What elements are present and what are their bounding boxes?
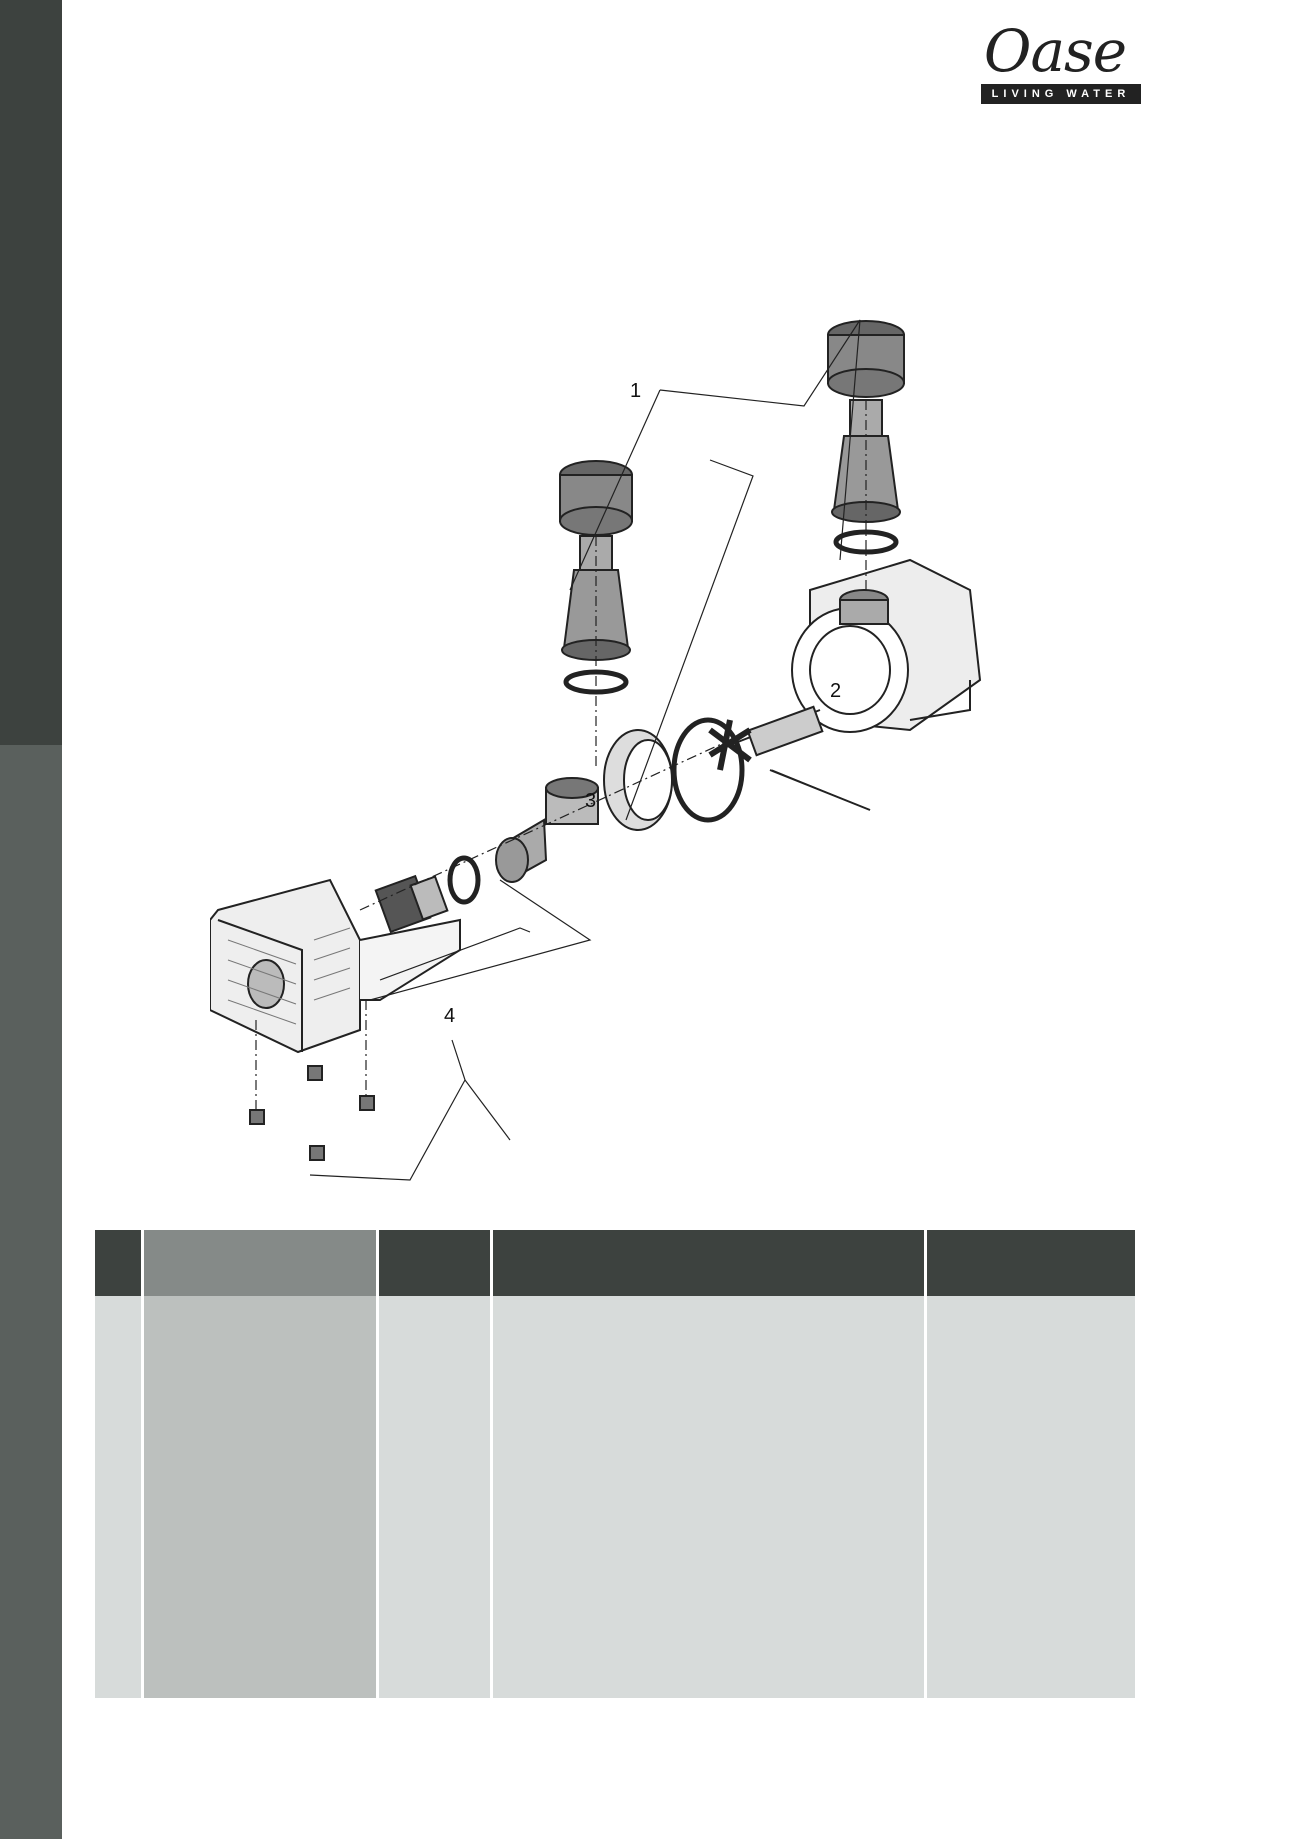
callout-2: 2 (830, 680, 842, 702)
logo-tagline: LIVING WATER (981, 84, 1141, 104)
table-row (95, 1488, 1135, 1518)
exploded-pump-drawing (210, 319, 982, 1181)
logo-wordmark: Oase (983, 17, 1127, 85)
table-row (95, 1458, 1135, 1488)
left-nut-icon (559, 460, 633, 536)
table-row (95, 1428, 1135, 1458)
oase-logo: Oase LIVING WATER (965, 20, 1145, 110)
table-row (95, 1338, 1135, 1368)
table-row (95, 1398, 1135, 1428)
header-name (144, 1230, 377, 1296)
chamber-o-ring (671, 717, 745, 823)
table-row (95, 1518, 1135, 1548)
side-bar-grey (0, 745, 62, 1839)
table-row (95, 1296, 1135, 1338)
callout-4: 4 (444, 1005, 456, 1027)
header-description (493, 1230, 924, 1296)
feet-icon (249, 1065, 375, 1161)
table-row (95, 1608, 1135, 1638)
callout-1: 1 (630, 380, 642, 402)
table-row (95, 1578, 1135, 1608)
assembly-axis-lines (255, 400, 867, 1110)
side-bar-dark (0, 0, 62, 745)
callout-leaders (309, 319, 871, 1181)
filter-cage-icon (210, 878, 461, 1054)
table-row (95, 1638, 1135, 1668)
cartridge-icon (374, 874, 449, 934)
table-row (95, 1368, 1135, 1398)
callout-3: 3 (585, 790, 597, 812)
small-o-ring (447, 855, 481, 905)
header-position (95, 1230, 142, 1296)
upper-nut-icon (827, 320, 905, 398)
motor-housing-icon (791, 558, 982, 733)
spare-parts-table (95, 1230, 1135, 1698)
header-part-number (926, 1230, 1135, 1296)
table-header-row (95, 1230, 1135, 1296)
table-row (95, 1668, 1135, 1698)
pump-chamber-icon (495, 729, 673, 883)
header-quantity (379, 1230, 491, 1296)
upper-seal-ring (833, 529, 899, 555)
table-row (95, 1548, 1135, 1578)
